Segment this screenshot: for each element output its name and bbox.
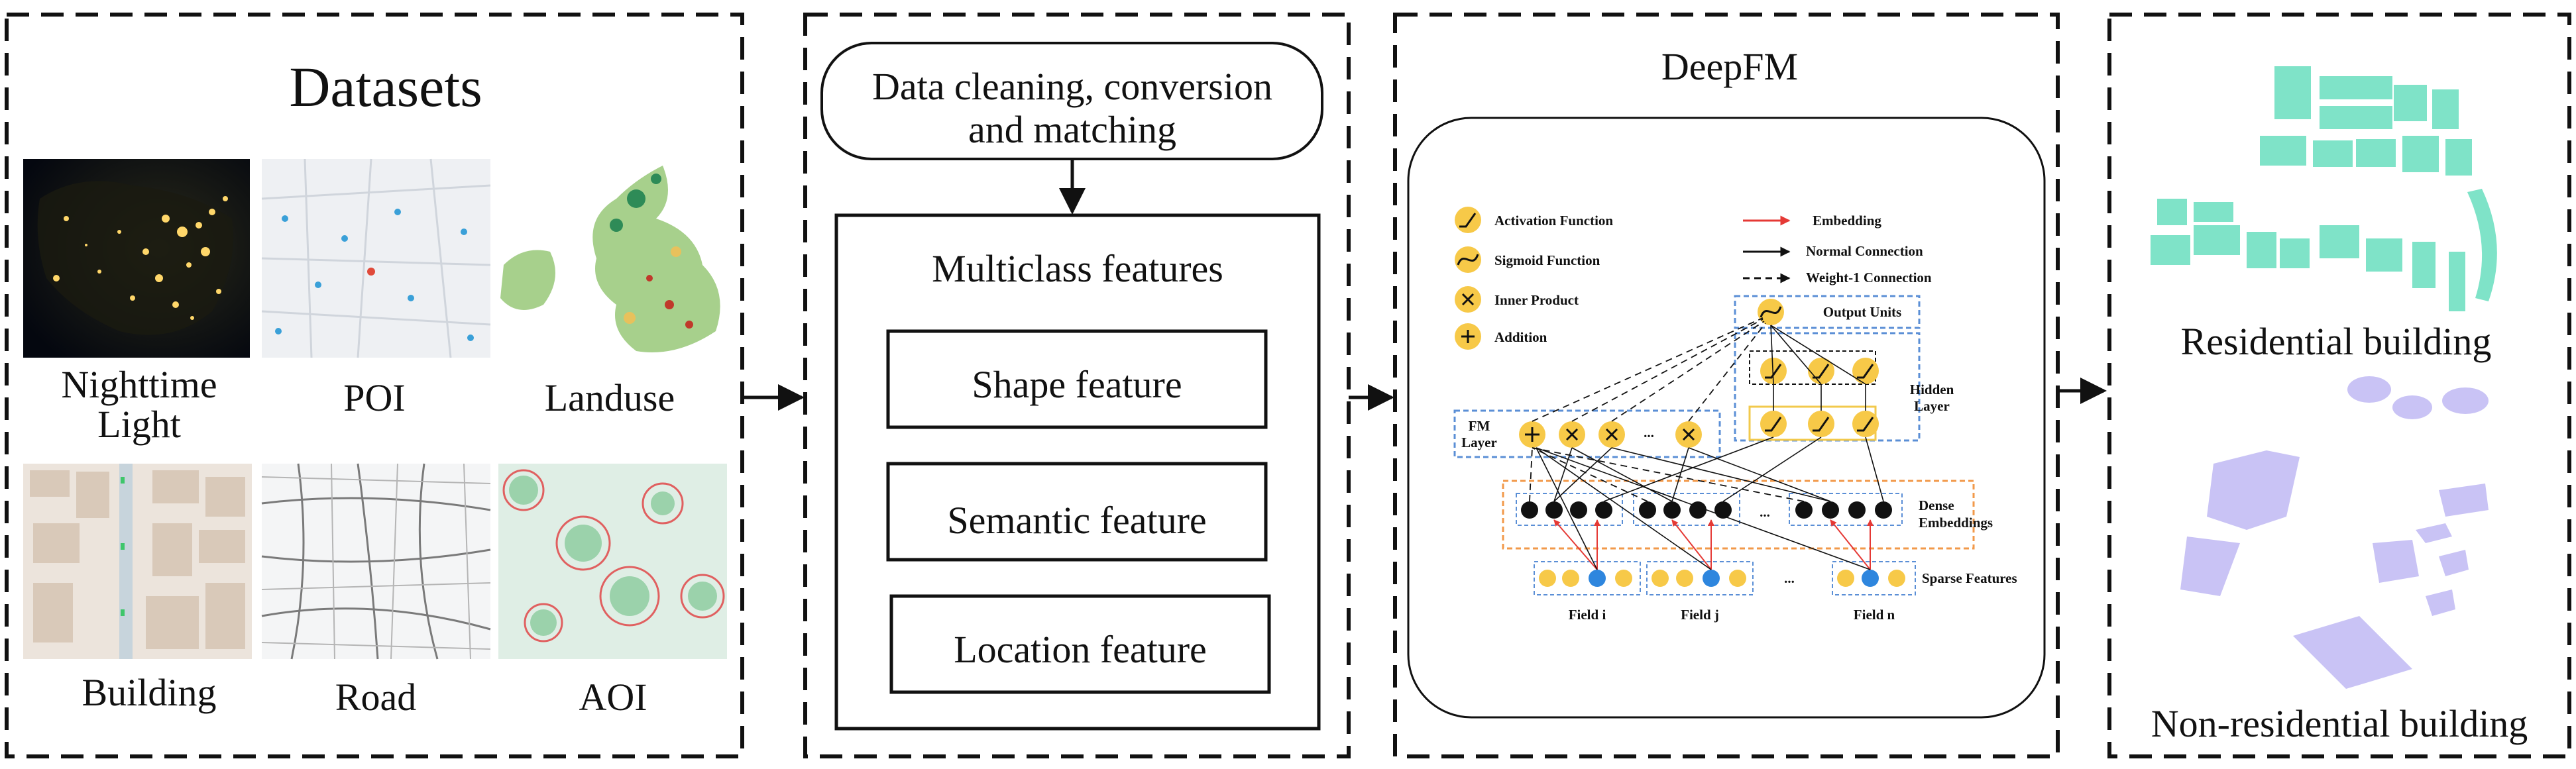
non-residential-label: Non-residential building bbox=[2151, 702, 2528, 745]
datasets-title: Datasets bbox=[289, 55, 482, 119]
dense-group-j bbox=[1633, 493, 1740, 526]
hidden-node bbox=[1852, 358, 1879, 384]
semantic-feature-box bbox=[886, 462, 1268, 562]
output-units-label: Output Units bbox=[1823, 304, 1901, 320]
output-units-box bbox=[1734, 295, 1921, 329]
location-feature-label: Location feature bbox=[954, 628, 1207, 671]
results-panel bbox=[2107, 13, 2571, 758]
dense-group-i bbox=[1516, 493, 1623, 526]
semantic-feature-label: Semantic feature bbox=[947, 499, 1206, 542]
weight-1-connections bbox=[1529, 317, 1805, 502]
data-cleaning-line-2: and matching bbox=[968, 108, 1176, 151]
embedding-connections bbox=[1553, 519, 1874, 570]
output-sigmoid-node bbox=[1758, 299, 1784, 325]
deepfm-frame bbox=[1407, 117, 2046, 719]
hidden-layer-label-2: Layer bbox=[1914, 398, 1950, 414]
sparse-features-label: Sparse Features bbox=[1922, 570, 2017, 586]
hidden-node bbox=[1808, 358, 1834, 384]
field-j-label: Field j bbox=[1681, 607, 1719, 623]
legend-label-sigmoid: Sigmoid Function bbox=[1494, 252, 1600, 268]
legend-label-inner-product: Inner Product bbox=[1494, 292, 1579, 308]
non-residential-buildings-map bbox=[2180, 376, 2489, 689]
dataset-label-light: Light bbox=[97, 403, 181, 446]
dataset-label-road: Road bbox=[335, 676, 416, 719]
multiclass-features-title: Multiclass features bbox=[932, 247, 1223, 290]
field-n-label: Field n bbox=[1854, 607, 1895, 623]
plus-icon bbox=[1455, 323, 1481, 350]
dense-embeddings-box bbox=[1502, 480, 1975, 550]
fm-inner-product-node bbox=[1598, 421, 1625, 448]
dense-ellipsis: ... bbox=[1760, 504, 1770, 520]
dataset-label-poi: POI bbox=[343, 376, 405, 419]
fm-layer-label-2: Layer bbox=[1461, 435, 1497, 450]
model-panel bbox=[1393, 13, 2060, 758]
legend-label-normal: Normal Connection bbox=[1806, 243, 1923, 259]
dense-embedding-nodes bbox=[1521, 501, 1892, 519]
fm-addition-node bbox=[1519, 421, 1545, 448]
road-map-image bbox=[261, 463, 491, 660]
residential-label: Residential building bbox=[2181, 320, 2492, 363]
sigmoid-icon bbox=[1455, 246, 1481, 273]
poi-map-image bbox=[261, 158, 491, 358]
shape-feature-label: Shape feature bbox=[972, 363, 1182, 406]
data-cleaning-line-1: Data cleaning, conversion bbox=[872, 65, 1272, 108]
hidden-node bbox=[1760, 358, 1787, 384]
legend-label-weight-1: Weight-1 Connection bbox=[1806, 270, 1932, 285]
legend-label-embedding: Embedding bbox=[1813, 213, 1881, 229]
sparse-field-i-box bbox=[1534, 561, 1641, 595]
datasets-panel bbox=[5, 13, 744, 758]
building-map-image bbox=[23, 464, 252, 659]
fm-ellipsis: ... bbox=[1644, 425, 1654, 440]
dataset-label-nighttime: Nighttime bbox=[61, 363, 217, 406]
legend-label-activation: Activation Function bbox=[1494, 213, 1613, 229]
nighttime-light-image bbox=[23, 159, 250, 358]
model-title: DeepFM bbox=[1661, 45, 1798, 88]
sparse-feature-nodes bbox=[1539, 570, 1905, 587]
sparse-ellipsis: ... bbox=[1784, 570, 1795, 586]
hidden-node bbox=[1760, 411, 1787, 437]
hidden-node bbox=[1852, 411, 1879, 437]
hidden-node bbox=[1808, 411, 1834, 437]
activation-icon bbox=[1455, 207, 1481, 233]
fm-inner-product-node bbox=[1559, 421, 1585, 448]
residential-buildings-map bbox=[2151, 66, 2497, 311]
dense-label-2: Embeddings bbox=[1919, 515, 1993, 531]
fm-layer-label-1: FM bbox=[1469, 418, 1490, 434]
times-icon bbox=[1455, 286, 1481, 313]
dense-label-1: Dense bbox=[1919, 497, 1954, 513]
shape-feature-box bbox=[886, 329, 1268, 429]
dataset-label-aoi: AOI bbox=[579, 676, 647, 719]
field-i-label: Field i bbox=[1569, 607, 1606, 623]
processing-panel bbox=[803, 13, 1351, 758]
dataset-label-building: Building bbox=[82, 671, 216, 714]
aoi-map-image bbox=[498, 464, 727, 659]
dataset-label-landuse: Landuse bbox=[545, 376, 675, 419]
dense-group-n bbox=[1789, 493, 1903, 526]
legend-label-addition: Addition bbox=[1494, 329, 1547, 345]
normal-connections bbox=[1536, 325, 1884, 570]
sparse-field-n-box bbox=[1832, 561, 1916, 595]
location-feature-box bbox=[889, 594, 1271, 694]
fm-inner-product-node bbox=[1675, 421, 1702, 448]
landuse-map-image bbox=[500, 166, 720, 352]
fm-layer-box bbox=[1453, 409, 1721, 458]
hidden-layer-label-1: Hidden bbox=[1910, 382, 1954, 397]
